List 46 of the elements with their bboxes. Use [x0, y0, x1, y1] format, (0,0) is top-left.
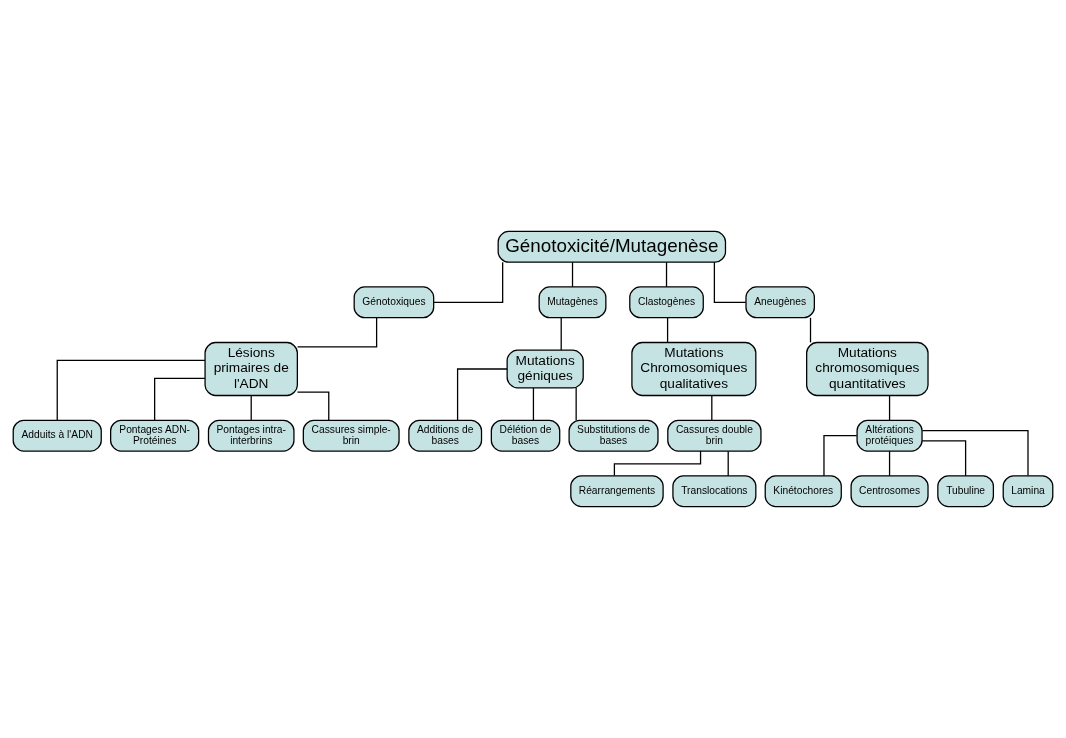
connector — [823, 435, 858, 477]
node-box: Mutations chromosomiques quantitatives — [806, 341, 929, 397]
connector — [727, 450, 729, 477]
node-box: Pontages intra- interbrins — [207, 419, 295, 452]
connector — [809, 317, 812, 344]
connector — [888, 395, 891, 421]
connector — [921, 440, 967, 477]
node-box: Génotoxiques — [353, 286, 435, 319]
node-box: Cassures double brin — [667, 419, 762, 452]
connector — [296, 391, 330, 421]
connector — [532, 387, 535, 421]
connector — [921, 429, 1029, 477]
node-box: Mutagènes — [538, 286, 607, 319]
connector — [250, 395, 252, 421]
node-box: Pontages ADN-Protéines — [110, 419, 200, 452]
connector — [713, 261, 747, 303]
node-box: Substitutions de bases — [568, 419, 659, 452]
node-box: Génotoxicité/Mutagenèse — [497, 230, 727, 263]
node-box: Kinétochores — [764, 475, 842, 508]
connector — [888, 450, 891, 477]
node-box: Lésions primaires de l'ADN — [204, 341, 298, 397]
node-box: Altérations protéiques — [856, 419, 923, 452]
node-box: Mutations Chromosomiques qualitatives — [631, 341, 757, 397]
node-box: Délétion de bases — [490, 419, 561, 452]
connector — [433, 261, 504, 303]
node-box: Cassures simple-brin — [302, 419, 400, 452]
connector — [571, 261, 574, 288]
connector — [456, 368, 508, 421]
node-box: Additions de bases — [408, 419, 483, 452]
node-box: Réarrangements — [570, 475, 664, 508]
connector — [665, 261, 668, 288]
connector — [666, 317, 669, 344]
node-box: Mutations géniques — [506, 349, 584, 389]
node-box: Clastogènes — [629, 286, 704, 319]
connector — [711, 395, 713, 421]
connector — [575, 387, 577, 421]
node-box: Aneugènes — [745, 286, 815, 319]
node-box: Lamina — [1002, 475, 1054, 508]
node-box: Adduits à l'ADN — [12, 419, 102, 452]
connector — [560, 317, 562, 351]
node-box: Centrosomes — [850, 475, 929, 508]
node-box: Tubuline — [937, 475, 995, 508]
node-box: Translocations — [672, 475, 757, 508]
connector — [154, 377, 206, 421]
connector — [56, 359, 206, 421]
connector — [296, 317, 378, 348]
